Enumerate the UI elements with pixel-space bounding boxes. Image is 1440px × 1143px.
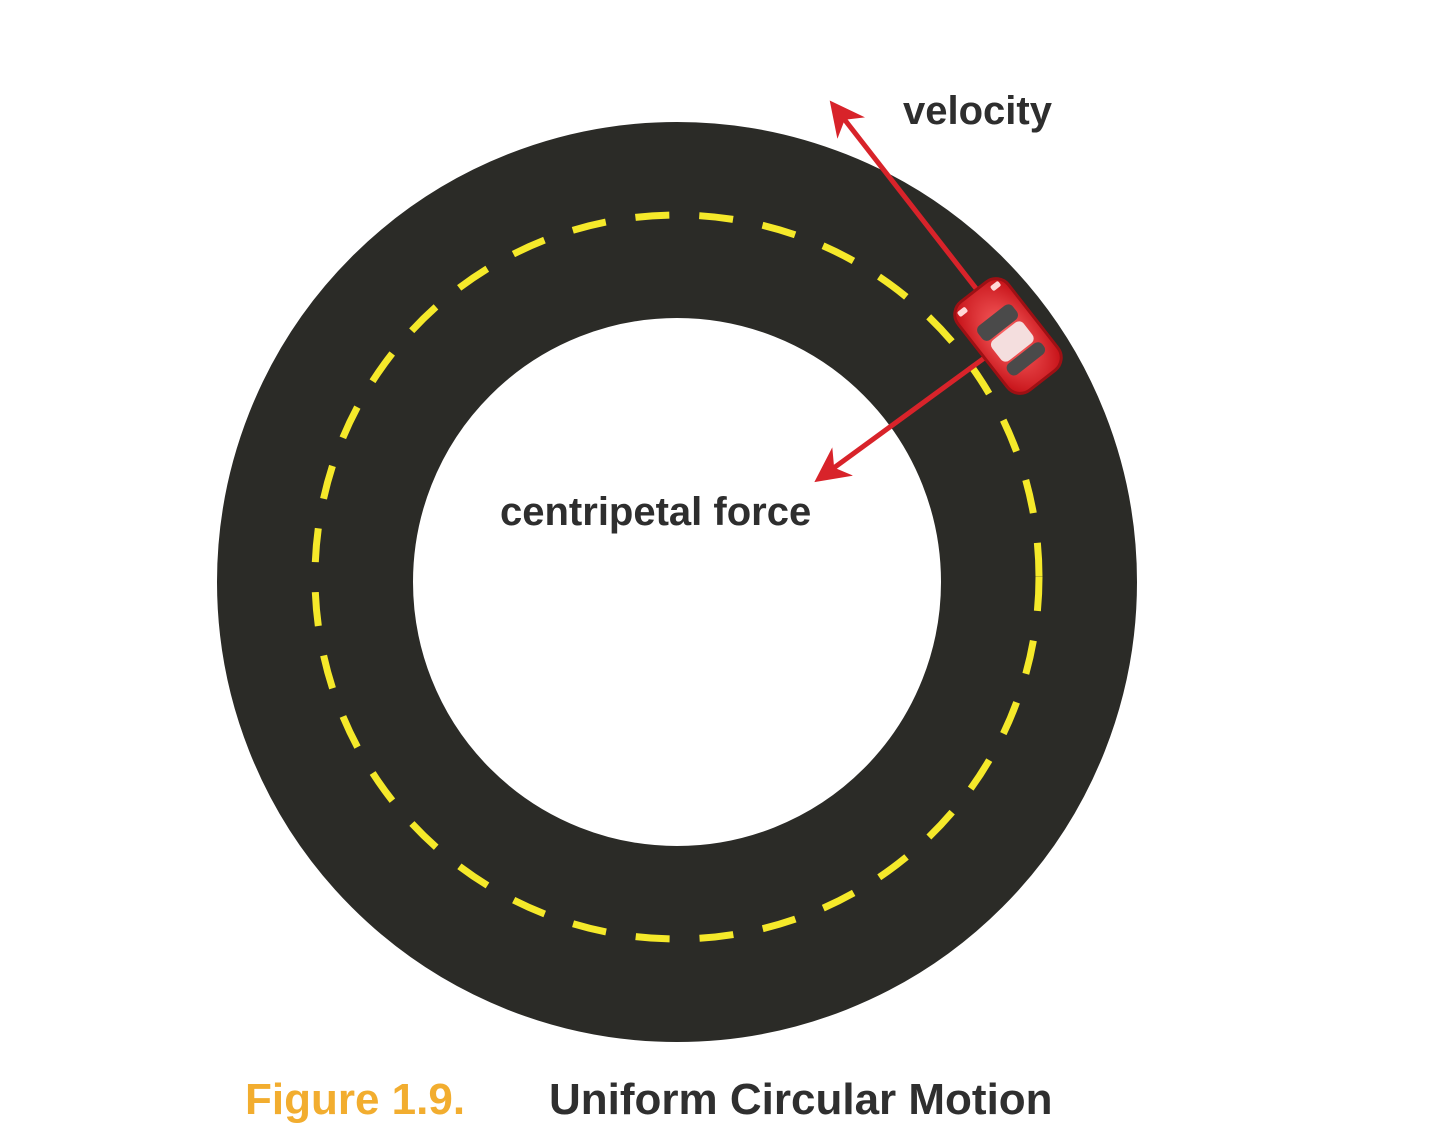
centripetal-force-arrow [814, 345, 1000, 483]
velocity-label: velocity [903, 89, 1053, 133]
centripetal-force-label: centripetal force [500, 490, 811, 534]
car [953, 277, 1063, 395]
caption-number: Figure 1.9. [245, 1075, 465, 1124]
caption-title: Uniform Circular Motion [549, 1075, 1053, 1124]
velocity-arrow [829, 100, 987, 302]
lane-marking [311, 211, 1043, 943]
